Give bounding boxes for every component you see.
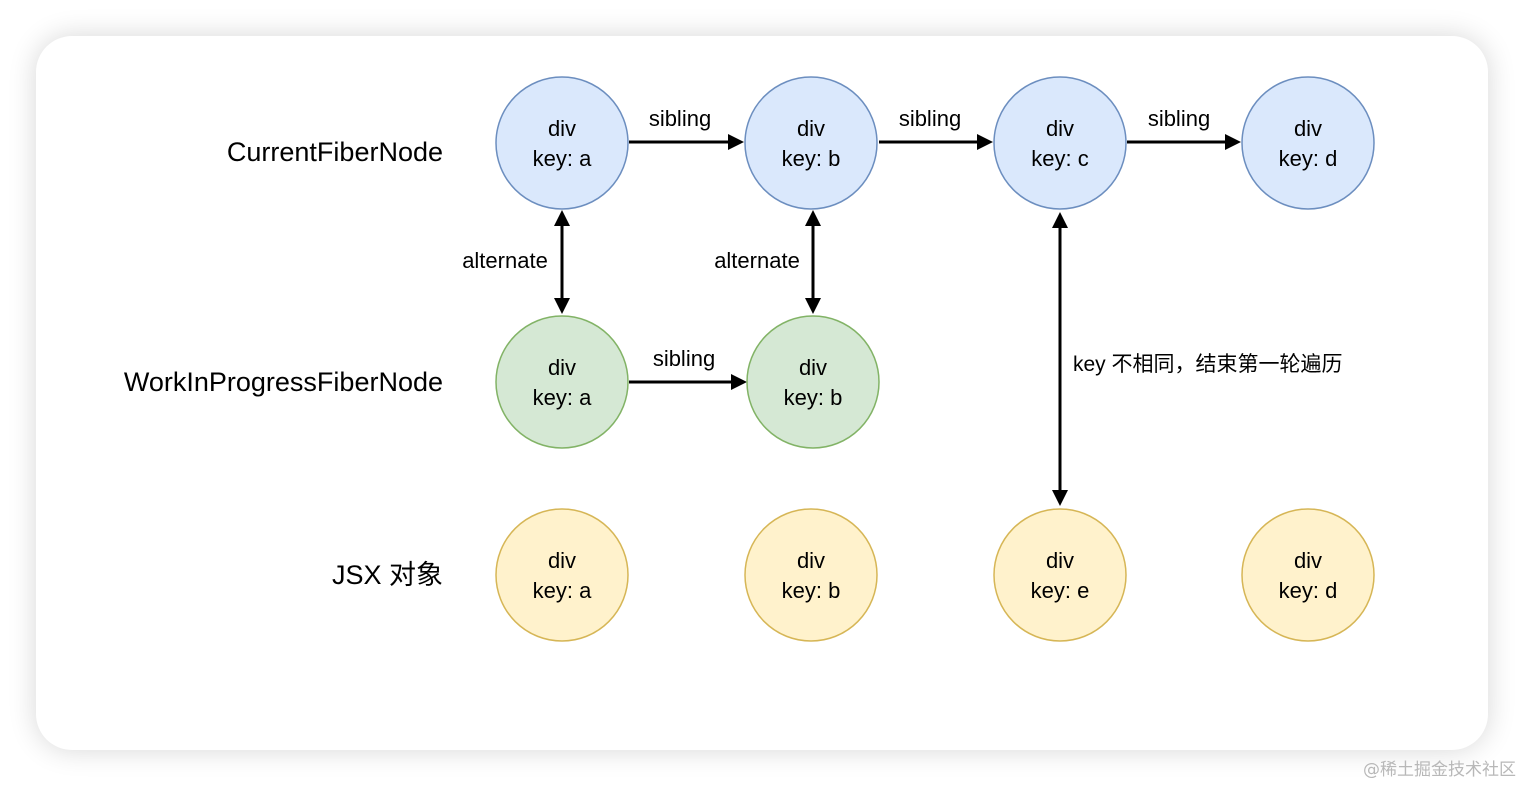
alternate-edge-a — [554, 210, 570, 314]
node-type: div — [797, 548, 825, 573]
jsx-node-b: div key: b — [744, 508, 878, 642]
alternate-label-b: alternate — [714, 248, 800, 273]
sibling-edge-current-b-c — [879, 134, 993, 150]
key-mismatch-label: key 不相同，结束第一轮遍历 — [1073, 353, 1343, 376]
node-type: div — [799, 355, 827, 380]
node-key: key: e — [1031, 578, 1090, 603]
node-key: key: c — [1031, 146, 1088, 171]
node-key: key: d — [1279, 578, 1338, 603]
node-type: div — [1046, 548, 1074, 573]
jsx-node-a: div key: a — [495, 508, 629, 642]
current-node-b: div key: b — [744, 76, 878, 210]
wip-node-a: div key: a — [495, 315, 629, 449]
jsx-node-e: div key: e — [993, 508, 1127, 642]
node-type: div — [1294, 548, 1322, 573]
node-key: key: b — [782, 146, 841, 171]
current-node-d: div key: d — [1241, 76, 1375, 210]
wip-node-b: div key: b — [746, 315, 880, 449]
jsx-node-d: div key: d — [1241, 508, 1375, 642]
sibling-edge-current-a-b — [629, 134, 744, 150]
node-key: key: a — [533, 385, 592, 410]
node-key: key: b — [784, 385, 843, 410]
sibling-label-current-c-d: sibling — [1148, 106, 1210, 131]
sibling-label-current-b-c: sibling — [899, 106, 961, 131]
row-label-wip: WorkInProgressFiberNode — [124, 367, 443, 397]
node-type: div — [797, 116, 825, 141]
current-node-a: div key: a — [495, 76, 629, 210]
current-node-c: div key: c — [993, 76, 1127, 210]
node-key: key: a — [533, 578, 592, 603]
node-type: div — [548, 548, 576, 573]
row-label-jsx: JSX 对象 — [332, 560, 443, 590]
node-type: div — [548, 355, 576, 380]
node-key: key: d — [1279, 146, 1338, 171]
row-label-current: CurrentFiberNode — [227, 137, 443, 167]
sibling-edge-current-c-d — [1127, 134, 1241, 150]
sibling-edge-wip-a-b — [629, 374, 747, 390]
node-type: div — [1294, 116, 1322, 141]
watermark: @稀土掘金技术社区 — [1363, 760, 1516, 780]
key-mismatch-edge — [1052, 212, 1068, 506]
node-key: key: a — [533, 146, 592, 171]
node-key: key: b — [782, 578, 841, 603]
sibling-label-wip-a-b: sibling — [653, 346, 715, 371]
alternate-edge-b — [805, 210, 821, 314]
node-type: div — [548, 116, 576, 141]
sibling-label-current-a-b: sibling — [649, 106, 711, 131]
node-type: div — [1046, 116, 1074, 141]
alternate-label-a: alternate — [462, 248, 548, 273]
